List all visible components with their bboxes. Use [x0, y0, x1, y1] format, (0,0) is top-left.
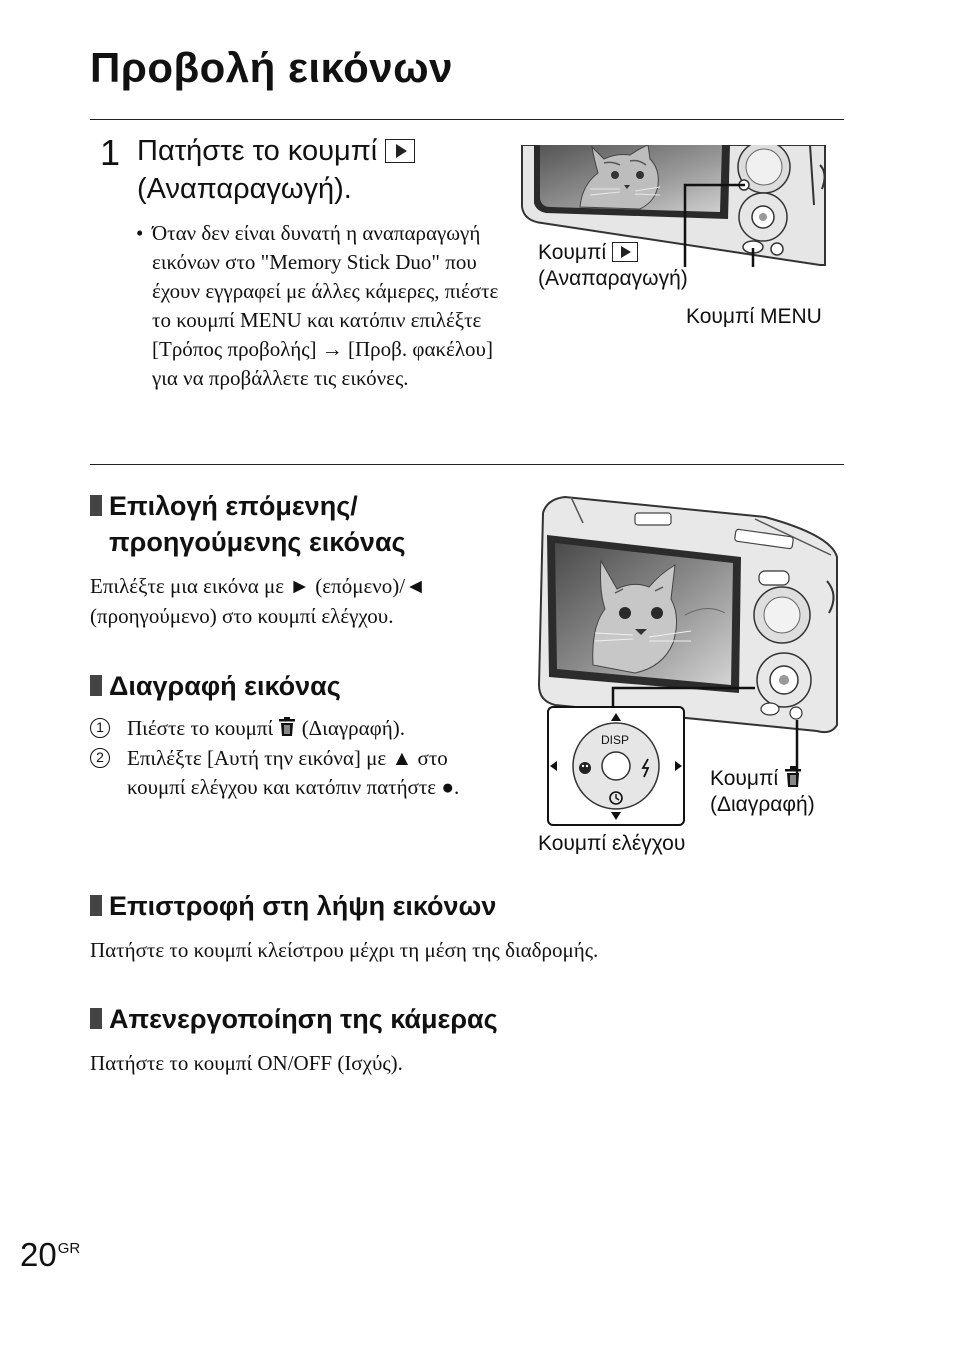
step-instruction: Πατήστε το κουμπί (Αναπαραγωγή).	[137, 132, 416, 208]
control-button-dial	[550, 713, 682, 820]
step-circle-number: 1	[90, 718, 110, 738]
text-line2: (προηγούμενο) στο κουμπί ελέγχου.	[90, 604, 394, 628]
section-delete-heading: Διαγραφή εικόνας	[90, 668, 341, 704]
play-icon	[385, 139, 416, 163]
section-marker	[90, 1008, 102, 1029]
heading-text: Διαγραφή εικόνας	[109, 671, 341, 701]
control-button-callout: Κουμπί ελέγχου	[538, 832, 686, 855]
delete-label-1: Κουμπί	[710, 767, 779, 790]
step-circle-number: 2	[90, 748, 110, 768]
section-marker	[90, 895, 102, 916]
page-number-suffix: GR	[57, 1240, 81, 1257]
play-label-1: Κουμπί	[538, 241, 607, 264]
section-off-text: Πατήστε το κουμπί ON/OFF (Ισχύς).	[90, 1051, 403, 1075]
list-item: 2 Επιλέξτε [Αυτή την εικόνα] με ▲ στο κο…	[90, 744, 497, 802]
step-line1: Πατήστε το κουμπί	[137, 135, 378, 167]
figure2-pointer-lines	[611, 686, 799, 775]
page-number-value: 20	[20, 1236, 57, 1273]
disp-label: DISP	[601, 733, 630, 747]
divider	[90, 119, 844, 120]
trash-icon	[279, 717, 296, 736]
step-note: • Όταν δεν είναι δυνατή η αναπαραγωγή ει…	[136, 219, 506, 393]
section-marker	[90, 495, 102, 516]
step-text: Επιλέξτε [Αυτή την εικόνα] με ▲ στο κουμ…	[127, 746, 460, 799]
note-bullet: •	[136, 221, 144, 245]
camera-illustration-2	[537, 495, 838, 734]
list-item: 1 Πιέστε το κουμπί (Διαγραφή).	[90, 714, 510, 743]
section-shoot-text: Πατήστε το κουμπί κλείστρου μέχρι τη μέσ…	[90, 938, 599, 962]
camera-back-illustration-1	[521, 145, 826, 266]
section-next-heading: Επιλογή επόμενης/ προηγούμενης εικόνας	[90, 488, 406, 560]
play-label-2: (Αναπαραγωγή)	[538, 267, 688, 290]
heading-text: Απενεργοποίηση της κάμερας	[109, 1004, 498, 1034]
play-button-callout: Κουμπί (Αναπαραγωγή)	[538, 240, 688, 292]
section-off-heading: Απενεργοποίηση της κάμερας	[90, 1001, 498, 1037]
trash-icon	[785, 766, 802, 787]
page-title: Προβολή εικόνων	[90, 44, 453, 91]
section-shoot-heading: Επιστροφή στη λήψη εικόνων	[90, 888, 496, 924]
delete-label-2: (Διαγραφή)	[710, 793, 815, 816]
step-text: (Διαγραφή).	[301, 716, 405, 740]
play-icon	[612, 242, 639, 262]
note-text: Όταν δεν είναι δυνατή η αναπαραγωγή εικό…	[152, 221, 499, 390]
menu-button-callout: Κουμπί MENU	[686, 305, 822, 328]
control-button-zoom: DISP	[547, 706, 685, 826]
heading-line1: Επιλογή επόμενης/	[109, 491, 358, 521]
step-text: Πιέστε το κουμπί	[127, 716, 274, 740]
heading-line2: προηγούμενης εικόνας	[109, 527, 406, 557]
step-number: 1	[100, 132, 121, 173]
page-number: 20GR	[20, 1236, 80, 1274]
text-line1: Επιλέξτε μια εικόνα με ► (επόμενο)/◄	[90, 574, 426, 598]
delete-steps: 1 Πιέστε το κουμπί (Διαγραφή). 2 Επιλέξτ…	[90, 714, 510, 803]
section-marker	[90, 675, 102, 696]
step-line2: (Αναπαραγωγή).	[137, 173, 352, 205]
section-next-text: Επιλέξτε μια εικόνα με ► (επόμενο)/◄ (πρ…	[90, 571, 426, 631]
divider	[90, 464, 844, 465]
heading-text: Επιστροφή στη λήψη εικόνων	[109, 891, 497, 921]
figure1-pointer-lines	[683, 183, 755, 267]
delete-button-callout: Κουμπί (Διαγραφή)	[710, 766, 815, 818]
